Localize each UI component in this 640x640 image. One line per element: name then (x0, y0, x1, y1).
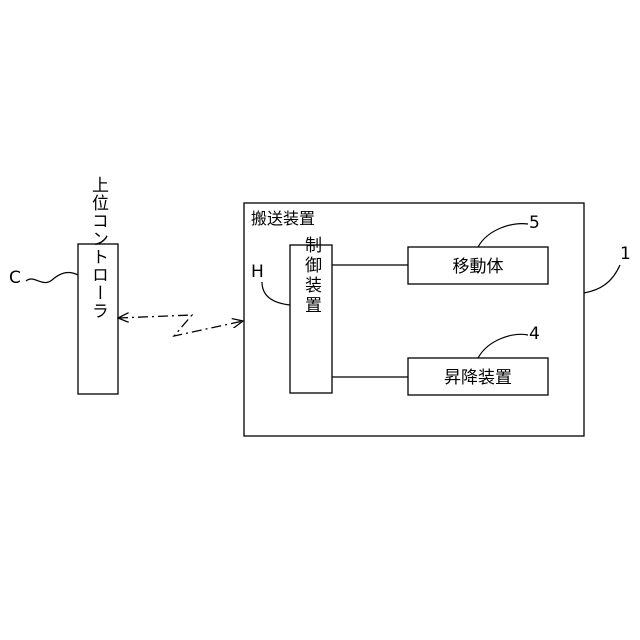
ref-leader-c (26, 273, 78, 283)
lifting-device-reference: 4 (478, 324, 540, 358)
transport-device-block: 搬送装置 (244, 203, 584, 436)
moving-body-reference: 5 (478, 213, 540, 247)
control-unit-block: 制御装置 (290, 236, 332, 393)
lifting-device-block: 昇降装置 (408, 358, 548, 395)
control-unit-label: 制御装置 (301, 236, 322, 316)
ref-label-h: H (251, 262, 264, 282)
upper-controller-reference: C (9, 268, 78, 288)
ref-leader-h (262, 282, 290, 305)
transport-device-box (244, 203, 584, 436)
wireless-link-arrow (118, 315, 243, 336)
ref-label-c: C (9, 268, 21, 288)
ref-leader-4 (478, 334, 528, 358)
transport-device-reference: 1 (584, 244, 631, 293)
upper-controller-block: 上位コントローラ (78, 176, 118, 394)
ref-label-1: 1 (620, 244, 631, 264)
lifting-device-label: 昇降装置 (444, 368, 512, 388)
ref-label-5: 5 (529, 213, 540, 233)
ref-leader-1 (584, 265, 620, 293)
moving-body-label: 移動体 (453, 257, 504, 277)
moving-body-block: 移動体 (408, 247, 548, 284)
control-unit-reference: H (251, 262, 290, 305)
ref-leader-5 (478, 224, 528, 247)
ref-label-4: 4 (529, 324, 540, 344)
upper-controller-label: 上位コントローラ (88, 176, 109, 320)
transport-device-label: 搬送装置 (251, 209, 315, 228)
